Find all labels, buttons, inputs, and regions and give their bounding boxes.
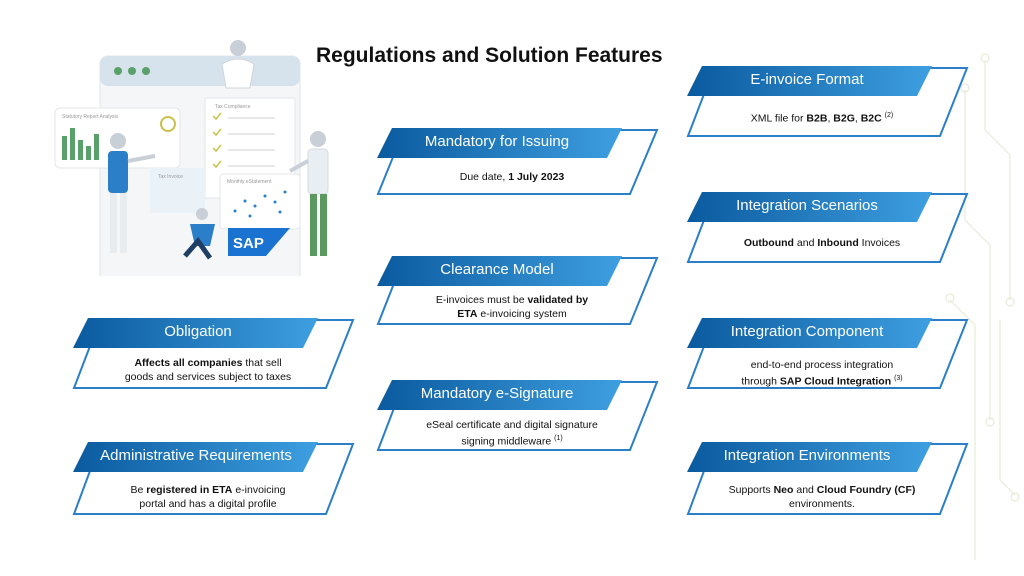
card-frame (376, 128, 659, 195)
card-title: E-invoice Format (750, 71, 864, 88)
card-frame (72, 318, 355, 389)
card-title: Integration Scenarios (736, 197, 878, 214)
card-frame (376, 380, 659, 451)
card-mandatory-issuing: Mandatory for Issuing Due date, 1 July 2… (372, 122, 662, 202)
monthly-label: Monthly eStatement (227, 179, 272, 185)
card-body: E-invoices must be validated by ETA e-in… (435, 294, 589, 320)
card-body: end-to-end process integration through S… (741, 359, 903, 388)
card-body: XML file for B2B, B2G, B2C (2) (750, 112, 894, 125)
card-body: Outbound and Inbound Invoices (743, 237, 901, 249)
card-title: Obligation (164, 323, 232, 340)
card-einvoice-format: E-invoice Format XML file for B2B, B2G, … (682, 60, 972, 142)
card-frame (686, 192, 969, 263)
card-title: Clearance Model (440, 261, 554, 278)
card-clearance-model: Clearance Model E-invoices must be valid… (372, 250, 662, 330)
card-integration-environments: Integration Environments Supports Neo an… (682, 436, 972, 520)
illustration: Tax Compliance Statutory Report Analysis… (54, 40, 329, 276)
card-body: Affects all companies that sell goods an… (124, 357, 292, 383)
page-title: Regulations and Solution Features (316, 44, 663, 67)
card-body: eSeal certificate and digital signature … (426, 419, 598, 448)
card-body: Be registered in ETA e-invoicing portal … (130, 484, 286, 510)
card-integration-component: Integration Component end-to-end process… (682, 312, 972, 394)
card-frame (686, 66, 969, 137)
card-frame (686, 442, 969, 515)
tax-invoice-label: Tax Invoice (158, 174, 183, 180)
sap-logo: SAP (233, 235, 264, 252)
card-frame (376, 256, 659, 325)
card-obligation: Obligation Affects all companies that se… (68, 312, 358, 394)
card-title: Integration Environments (723, 447, 891, 464)
card-mandatory-esignature: Mandatory e-Signature eSeal certificate … (372, 374, 662, 456)
card-integration-scenarios: Integration Scenarios Outbound and Inbou… (682, 186, 972, 268)
card-title: Mandatory for Issuing (424, 133, 570, 150)
tax-compliance-label: Tax Compliance (215, 104, 251, 110)
card-admin-requirements: Administrative Requirements Be registere… (68, 436, 358, 520)
person-figure (221, 40, 255, 89)
statutory-label: Statutory Report Analysis (62, 114, 119, 120)
card-title: Mandatory e-Signature (420, 385, 574, 402)
card-frame (72, 442, 355, 515)
card-body: Due date, 1 July 2023 (459, 171, 565, 183)
card-body: Supports Neo and Cloud Foundry (CF) envi… (728, 484, 916, 510)
card-frame (686, 318, 969, 389)
card-title: Administrative Requirements (100, 447, 292, 464)
card-title: Integration Component (730, 323, 884, 340)
